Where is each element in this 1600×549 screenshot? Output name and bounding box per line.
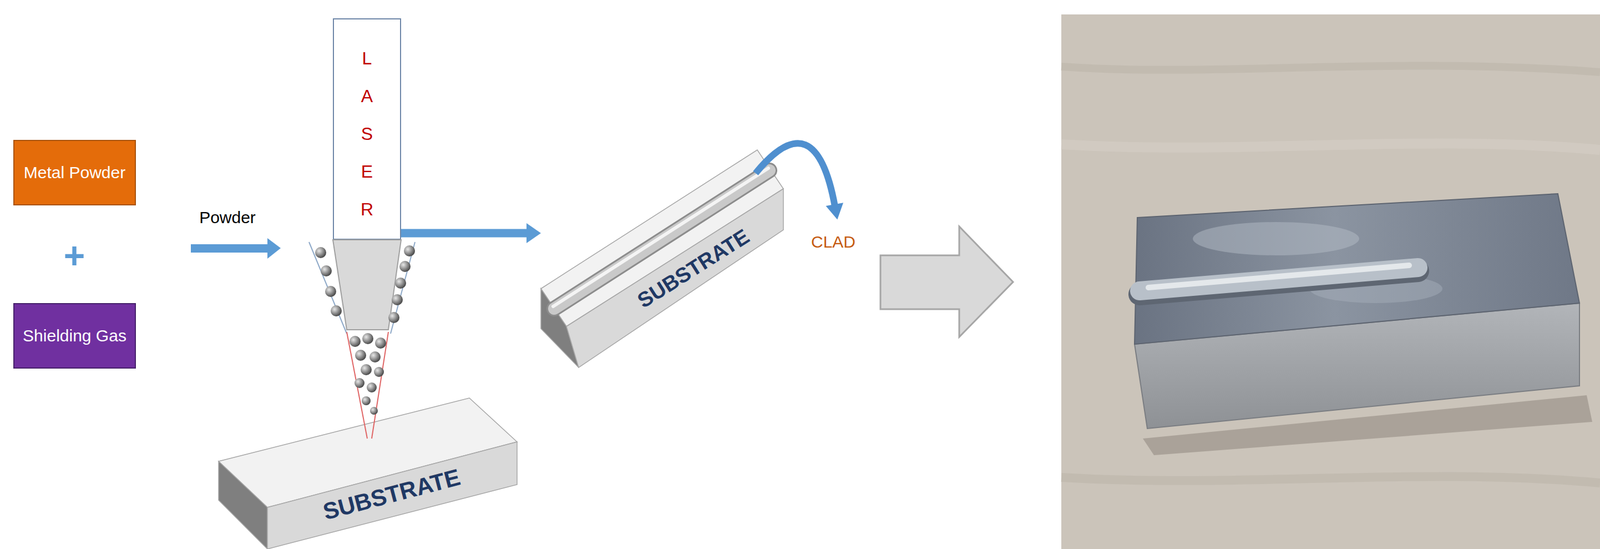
powder-particle <box>366 382 377 393</box>
input-box: Metal Powder <box>13 139 136 206</box>
part-label: CLAD <box>811 232 856 252</box>
node-text: LASER <box>358 39 376 229</box>
sample-photo <box>1061 14 1600 549</box>
powder-particle <box>354 377 365 388</box>
node-text: Metal Powder <box>23 163 126 182</box>
block-face <box>267 441 518 549</box>
input-box: Shielding Gas <box>13 302 136 369</box>
feed-arrow <box>190 238 281 259</box>
nozzle-wall <box>309 241 347 334</box>
block-face <box>218 461 268 549</box>
wood-grain <box>1061 476 1600 483</box>
powder-particle <box>391 294 403 306</box>
powder-particle <box>388 311 400 323</box>
powder-particle <box>315 246 327 258</box>
block-shadow <box>1142 395 1593 455</box>
substrate-block: SUBSTRATE <box>218 397 518 549</box>
connector-layer <box>401 233 527 234</box>
block-top-face <box>1134 193 1580 344</box>
powder-particle <box>370 406 378 415</box>
powder-particle <box>362 332 374 344</box>
powder-particle <box>355 349 367 361</box>
powder-particle <box>325 285 337 297</box>
block-outline <box>218 397 518 549</box>
block-outline <box>540 149 784 368</box>
laser-beam <box>346 331 368 439</box>
clad-bead-highlight <box>1148 265 1410 288</box>
clad-bead <box>1139 267 1419 291</box>
powder-particle <box>361 396 371 405</box>
block-face <box>540 149 784 327</box>
substrate-block: SUBSTRATE <box>540 149 784 368</box>
flow-label: Powder <box>199 208 256 227</box>
nozzle-body <box>332 239 402 330</box>
powder-stream <box>315 245 415 415</box>
clad-bead-shadow <box>1139 270 1419 295</box>
powder-particle <box>373 366 384 377</box>
glare <box>1192 221 1360 256</box>
powder-particle <box>375 337 387 349</box>
powder-particle <box>320 265 332 277</box>
wood-grain <box>1061 143 1600 150</box>
powder-particle <box>395 277 407 289</box>
glare <box>1309 274 1443 303</box>
photo-background <box>1061 14 1600 549</box>
plus-sign: + <box>63 234 86 277</box>
block-front-face <box>1134 302 1580 429</box>
laser-head: LASER <box>332 18 402 240</box>
powder-particle <box>369 351 381 363</box>
powder-particle <box>399 260 411 272</box>
powder-particle <box>403 245 415 257</box>
powder-particle <box>330 305 342 317</box>
nozzle-wall <box>390 241 415 334</box>
node-text: Shielding Gas <box>22 326 127 346</box>
result-arrow <box>880 226 1014 337</box>
flow-arrow <box>401 229 527 238</box>
powder-particle <box>349 335 361 347</box>
powder-particle <box>360 363 372 376</box>
wood-grain <box>1061 65 1600 73</box>
